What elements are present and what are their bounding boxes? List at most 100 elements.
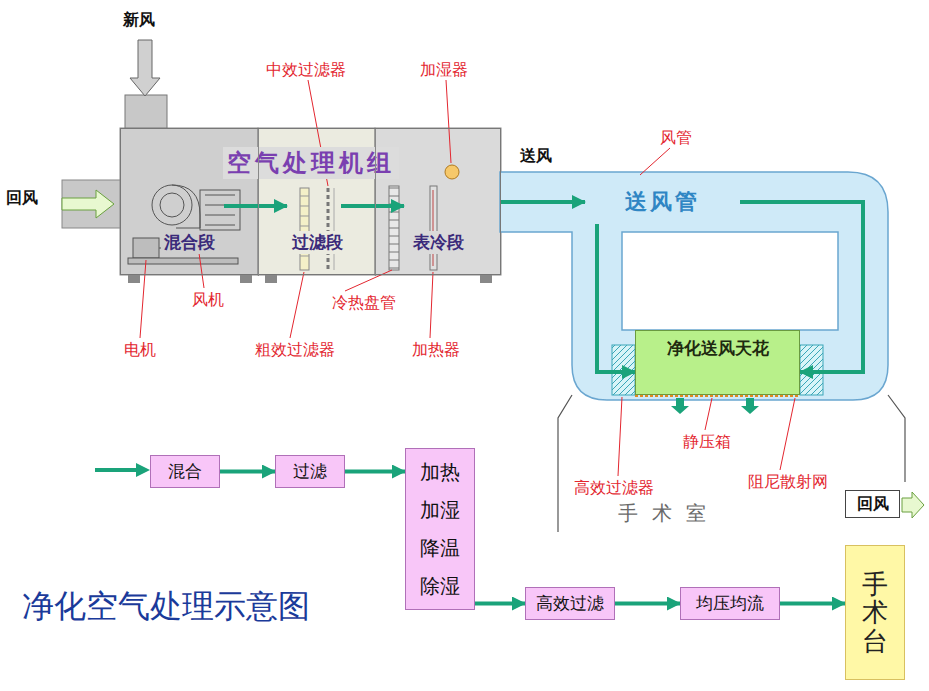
motor	[128, 258, 238, 264]
room-wall	[558, 395, 905, 532]
node-text: 混合	[168, 460, 202, 483]
fan	[205, 195, 235, 225]
fan	[152, 185, 192, 225]
motor	[133, 238, 159, 258]
unit-casing	[128, 275, 140, 283]
coarse-filter	[300, 188, 309, 270]
part-label: 新风	[123, 10, 155, 31]
unit-section: 过滤段	[259, 129, 376, 276]
leader-line	[430, 272, 433, 338]
heater	[433, 190, 434, 266]
supply-duct	[500, 172, 888, 400]
flow-arrow	[500, 200, 585, 204]
coil	[389, 186, 399, 270]
node-text: 过滤段	[289, 231, 346, 254]
room-wall	[558, 395, 572, 532]
process-box: 混合	[150, 455, 220, 488]
leader-line	[640, 148, 670, 175]
flow-arrow	[224, 204, 287, 208]
diffuser-mesh	[635, 396, 800, 397]
part-label: 粗效过滤器	[255, 340, 335, 361]
node-text: 高效过滤	[536, 592, 604, 615]
coil	[389, 186, 399, 270]
duct-label-box: 送风管	[585, 180, 740, 224]
unit-casing	[480, 275, 492, 283]
heater	[430, 186, 437, 270]
return-air-outlet	[902, 492, 924, 518]
outflow-arrows	[671, 398, 689, 414]
unit-casing	[120, 128, 501, 283]
flow-input-arrow	[136, 463, 150, 477]
node-text: 表冷段	[410, 231, 467, 254]
part-label: 风管	[660, 128, 692, 149]
leader-line	[345, 270, 392, 291]
return-air-inlet	[62, 190, 114, 218]
ceiling-box: 净化送风天花	[635, 330, 800, 395]
flow-input-arrow	[95, 463, 150, 477]
node-text: 加热 加湿 降温 除湿	[418, 453, 462, 605]
outflow-arrows	[671, 398, 759, 414]
part-label: 阻尼散射网	[748, 472, 828, 493]
process-box: 加热 加湿 降温 除湿	[405, 448, 475, 610]
part-label: 回风	[6, 188, 38, 209]
node-text: 手术台	[862, 570, 888, 656]
fan	[160, 193, 184, 217]
humidifier	[445, 165, 459, 179]
unit-casing	[240, 275, 252, 283]
diagram-title: 净化空气处理示意图	[22, 585, 310, 629]
medium-filter	[334, 188, 335, 270]
node-text: 回风	[857, 494, 889, 515]
fan	[172, 185, 200, 228]
leader-line	[618, 397, 622, 476]
part-label: 加热器	[412, 340, 460, 361]
part-label: 冷热盘管	[332, 293, 396, 314]
flow-arrow	[615, 602, 680, 606]
flow-arrow	[220, 470, 275, 474]
room-name: 手术室	[618, 500, 720, 527]
flow-arrow	[475, 602, 525, 606]
medium-filter	[327, 188, 330, 270]
leader-line	[705, 398, 712, 430]
return-air-inlet	[62, 180, 120, 228]
leader-line	[140, 80, 795, 476]
node-text: 空气处理机组	[223, 147, 399, 179]
humidifier	[445, 165, 459, 179]
return-air-inlet	[62, 180, 120, 228]
node-text: 混合段	[161, 231, 218, 254]
outflow-arrows	[741, 398, 759, 414]
process-box: 均压均流	[680, 587, 780, 620]
node-text: 送风管	[625, 187, 700, 217]
part-label: 中效过滤器	[266, 60, 346, 81]
leader-line	[446, 80, 451, 163]
flow-arrow	[345, 470, 405, 474]
heater	[430, 186, 437, 270]
node-text: 均压均流	[696, 592, 764, 615]
part-label: 高效过滤器	[574, 478, 654, 499]
coarse-filter	[300, 188, 309, 270]
fresh-air-inlet	[130, 40, 160, 96]
target-box: 手术台	[845, 545, 905, 680]
return-box: 回风	[845, 490, 900, 518]
unit-section: 表冷段	[376, 129, 500, 276]
node-text: 净化送风天花	[667, 337, 769, 360]
leader-line	[290, 272, 304, 338]
node-text: 过滤	[293, 460, 327, 483]
unit-casing	[265, 275, 277, 283]
room-wall	[888, 395, 905, 482]
flow-arrow	[597, 224, 635, 372]
supply-duct	[500, 172, 888, 400]
part-label: 送风	[520, 146, 552, 167]
leader-line	[780, 398, 795, 470]
fan	[200, 190, 240, 230]
flow-arrow	[341, 204, 404, 208]
process-box: 过滤	[275, 455, 345, 488]
fresh-air-inlet	[125, 40, 167, 128]
flow-arrow	[780, 602, 845, 606]
medium-filter	[328, 188, 334, 270]
leader-line	[140, 260, 146, 338]
return-air-outlet	[902, 492, 924, 518]
air-handling-unit: 空气处理机组混合段 过滤段 表冷段	[120, 128, 501, 275]
fresh-air-inlet	[125, 95, 167, 128]
part-label: 风机	[192, 290, 224, 311]
